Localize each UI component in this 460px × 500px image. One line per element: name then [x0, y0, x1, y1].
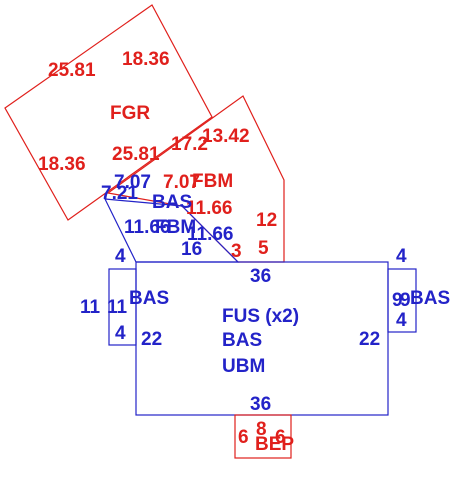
main-label-line-3: UBM: [222, 356, 265, 377]
fbm-dim-7-07: 7.07: [163, 172, 200, 193]
main-label-line-1: FUS (x2): [222, 306, 299, 327]
fbm-dim-5: 5: [258, 238, 269, 259]
main-dim-right: 22: [359, 329, 380, 350]
bas-right-outline: [387, 268, 417, 333]
fgr-dim-top-right: 18.36: [122, 49, 170, 70]
bas-wing-dim-16: 16: [181, 239, 202, 260]
bas-right-code-label: BAS: [410, 288, 450, 309]
bas-left-dim-bottom: 4: [115, 323, 126, 344]
bas-right-dim-outer: 9: [400, 290, 411, 311]
main-dim-top: 36: [250, 266, 271, 287]
bep-dim-top: 8: [256, 419, 267, 440]
bas-left-dim-outer: 11: [80, 297, 101, 318]
fbm-dim-13-42: 13.42: [202, 126, 250, 147]
main-dim-left: 22: [141, 329, 162, 350]
fbm-dim-12: 12: [256, 210, 277, 231]
fgr-dim-top-left: 25.81: [48, 60, 96, 81]
bas-left-code-label: BAS: [129, 288, 169, 309]
bas-left-dim-top: 4: [115, 246, 126, 267]
bep-dim-left: 6: [238, 427, 249, 448]
fgr-dim-bottom-left: 18.36: [38, 154, 86, 175]
bas-wing-dim-7-07: 7.07: [114, 172, 151, 193]
fbm-overlap-dim-11-66: 11.66: [187, 224, 234, 245]
fbm-dim-17-2: 17.2: [171, 134, 208, 155]
fbm-code-label: FBM: [192, 171, 233, 192]
bep-outline: [234, 414, 292, 459]
main-label-line-2: BAS: [222, 330, 262, 351]
bas-right-dim-top: 4: [396, 246, 407, 267]
fbm-dim-3: 3: [231, 241, 242, 262]
bas-right-dim-inner: 9: [392, 290, 403, 311]
bep-dim-right: 6: [275, 427, 286, 448]
bep-code-label: BEP: [255, 434, 294, 455]
fgr-dim-bottom-right: 25.81: [112, 144, 160, 165]
main-dim-bottom: 36: [250, 394, 271, 415]
fbm-overlap-code-label: FBM: [155, 217, 196, 238]
bas-wing-dim-7-21: 7.21: [101, 183, 138, 204]
bas-wing-code-label: BAS: [152, 192, 192, 213]
fgr-outline: [4, 4, 213, 221]
bas-left-outline: [108, 268, 137, 346]
fbm-dim-11-66: 11.66: [186, 198, 233, 219]
bas-wing-dim-11-66: 11.66: [124, 217, 171, 238]
bas-left-dim-inner: 11: [107, 297, 128, 318]
fgr-code-label: FGR: [110, 103, 150, 124]
bas-right-dim-bottom: 4: [396, 310, 407, 331]
